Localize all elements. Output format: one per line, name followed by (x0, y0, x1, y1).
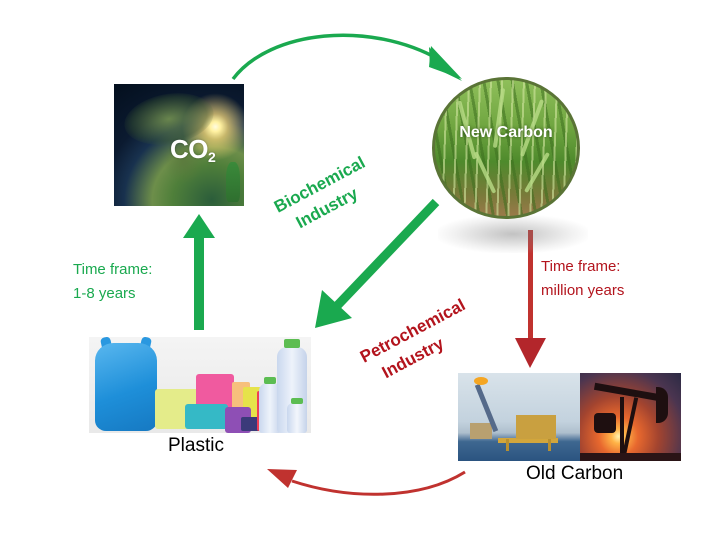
arrow-new-carbon-to-old-carbon (515, 230, 546, 368)
flare-flame (474, 377, 488, 385)
plastic-bottle (287, 403, 307, 433)
rig-deck (498, 438, 558, 443)
co2-earth-image: CO2 (114, 84, 244, 206)
new-carbon-shadow (438, 215, 588, 253)
plastic-bag (95, 343, 157, 431)
plastic-products-image (89, 337, 311, 433)
continent-shape (226, 162, 240, 202)
petro-time-frame-line1: Time frame: (541, 258, 621, 275)
ground (580, 453, 681, 461)
plastic-bottle (259, 383, 281, 433)
old-carbon-caption: Old Carbon (526, 463, 624, 484)
new-carbon-cornfield-image: New Carbon (432, 77, 580, 219)
arrow-co2-to-new-carbon (231, 33, 462, 81)
petro-time-frame-label: Time frame: million years (541, 255, 624, 303)
bio-time-frame-label: Time frame: 1-8 years (73, 258, 152, 306)
plastic-container (241, 417, 261, 431)
new-carbon-label: New Carbon (459, 124, 553, 141)
offshore-oil-rig-image (458, 373, 580, 461)
continent-shape (164, 139, 204, 184)
rig-leg (548, 439, 551, 451)
bottle-cap (291, 398, 303, 404)
bottle-cap (264, 377, 276, 384)
arrow-old-carbon-to-plastic (267, 469, 466, 496)
rig-platform (470, 423, 492, 439)
bio-time-frame-line1: Time frame: (73, 261, 153, 278)
pumpjack-post (620, 397, 624, 457)
petro-time-frame-line2: million years (541, 282, 625, 299)
rig-structure (516, 415, 556, 439)
bio-time-frame-line2: 1-8 years (73, 285, 136, 302)
rig-leg (506, 439, 509, 451)
co2-label: CO2 (170, 134, 216, 165)
corn-leaf (524, 152, 550, 193)
arrow-new-carbon-to-plastic (315, 198, 440, 328)
arrow-plastic-to-co2 (183, 214, 215, 330)
plastic-container (185, 404, 228, 429)
oil-pumpjack-image (580, 373, 681, 461)
bottle-cap (284, 339, 300, 348)
plastic-caption: Plastic (168, 435, 224, 456)
pumpjack-counterweight (594, 413, 616, 433)
pumpjack-head (656, 387, 668, 423)
corn-leaf (473, 151, 497, 194)
pumpjack-post (621, 397, 639, 457)
